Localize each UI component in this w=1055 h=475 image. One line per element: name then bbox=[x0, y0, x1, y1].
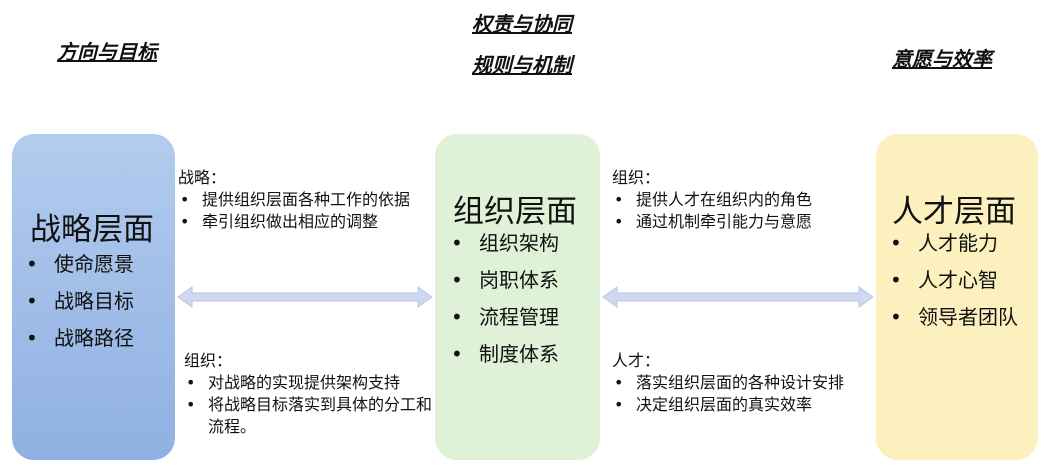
strategy-level-list: 使命愿景 战略目标 战略路径 bbox=[26, 246, 134, 357]
note-item: 提供组织层面各种工作的依据 bbox=[178, 189, 440, 211]
note-title: 组织： bbox=[612, 168, 661, 187]
organization-level-title: 组织层面 bbox=[453, 194, 577, 230]
org-to-strategy-note: 组织： 对战略的实现提供架构支持 将战略目标落实到具体的分工和流程。 bbox=[184, 350, 432, 438]
note-list: 对战略的实现提供架构支持 将战略目标落实到具体的分工和流程。 bbox=[184, 372, 432, 438]
note-list: 落实组织层面的各种设计安排 决定组织层面的真实效率 bbox=[612, 372, 874, 416]
strategy-to-org-note: 战略： 提供组织层面各种工作的依据 牵引组织做出相应的调整 bbox=[178, 167, 440, 233]
strategy-item: 战略路径 bbox=[26, 320, 134, 357]
strategy-item: 使命愿景 bbox=[26, 246, 134, 283]
talent-level-list: 人才能力 人才心智 领导者团队 bbox=[890, 225, 1018, 336]
talent-item: 人才心智 bbox=[890, 262, 1018, 299]
org-to-talent-note: 组织： 提供人才在组织内的角色 通过机制牵引能力与意愿 bbox=[612, 167, 870, 233]
organization-item: 制度体系 bbox=[451, 336, 559, 373]
talent-level-box: 人才层面 人才能力 人才心智 领导者团队 bbox=[876, 134, 1038, 460]
organization-level-box: 组织层面 组织架构 岗职体系 流程管理 制度体系 bbox=[435, 134, 600, 460]
talent-level-title: 人才层面 bbox=[892, 194, 1016, 230]
note-title: 人才： bbox=[612, 351, 661, 370]
header-willingness-efficiency: 意愿与效率 bbox=[892, 47, 992, 71]
organization-level-list: 组织架构 岗职体系 流程管理 制度体系 bbox=[451, 225, 559, 373]
strategy-level-title: 战略层面 bbox=[30, 212, 154, 248]
note-item: 对战略的实现提供架构支持 bbox=[184, 372, 432, 394]
talent-item: 人才能力 bbox=[890, 225, 1018, 262]
note-list: 提供人才在组织内的角色 通过机制牵引能力与意愿 bbox=[612, 189, 870, 233]
talent-item: 领导者团队 bbox=[890, 299, 1018, 336]
note-item: 决定组织层面的真实效率 bbox=[612, 394, 874, 416]
strategy-item: 战略目标 bbox=[26, 283, 134, 320]
note-title: 战略： bbox=[178, 168, 227, 187]
organization-item: 组织架构 bbox=[451, 225, 559, 262]
strategy-org-double-arrow-icon bbox=[177, 286, 433, 308]
strategy-level-box: 战略层面 使命愿景 战略目标 战略路径 bbox=[12, 134, 175, 460]
organization-item: 流程管理 bbox=[451, 299, 559, 336]
note-list: 提供组织层面各种工作的依据 牵引组织做出相应的调整 bbox=[178, 189, 440, 233]
note-item: 通过机制牵引能力与意愿 bbox=[612, 211, 870, 233]
talent-to-org-note: 人才： 落实组织层面的各种设计安排 决定组织层面的真实效率 bbox=[612, 350, 874, 416]
org-talent-double-arrow-icon bbox=[602, 286, 874, 308]
organization-item: 岗职体系 bbox=[451, 262, 559, 299]
note-item: 落实组织层面的各种设计安排 bbox=[612, 372, 874, 394]
note-item: 牵引组织做出相应的调整 bbox=[178, 211, 440, 233]
note-item: 提供人才在组织内的角色 bbox=[612, 189, 870, 211]
note-title: 组织： bbox=[184, 351, 233, 370]
note-item: 将战略目标落实到具体的分工和流程。 bbox=[184, 394, 432, 438]
header-direction-goals: 方向与目标 bbox=[57, 40, 157, 64]
header-rules-mechanisms: 规则与机制 bbox=[472, 53, 572, 77]
header-responsibility-coordination: 权责与协同 bbox=[472, 12, 572, 36]
